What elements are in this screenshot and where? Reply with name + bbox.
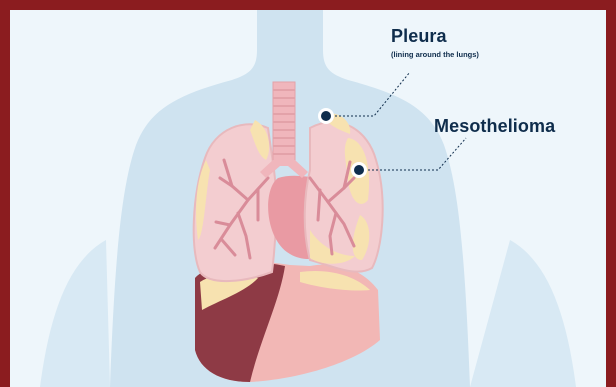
left-arm-shape: [40, 240, 110, 387]
pleura-label: Pleura: [391, 26, 447, 47]
pleura-sublabel: (lining around the lungs): [391, 50, 479, 59]
mesothelioma-marker: [351, 162, 367, 178]
diagram-frame: Pleura (lining around the lungs) Mesothe…: [10, 10, 606, 387]
right-arm-shape: [470, 240, 576, 387]
pleura-marker: [318, 108, 334, 124]
anatomy-illustration: [10, 10, 606, 387]
mesothelioma-label: Mesothelioma: [434, 116, 555, 137]
